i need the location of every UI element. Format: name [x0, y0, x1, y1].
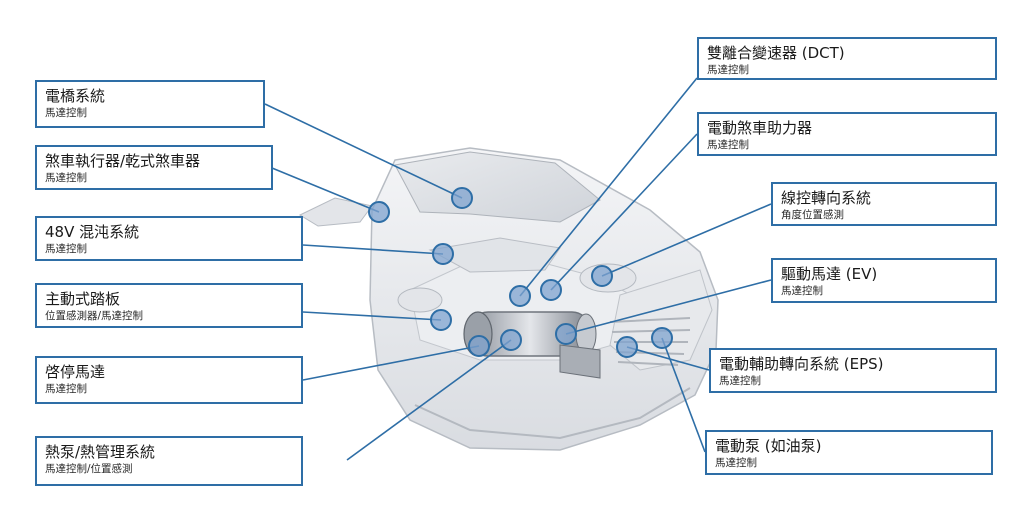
callout-title: 熱泵/熱管理系統 [45, 443, 156, 461]
component-marker [651, 327, 673, 349]
callout-box: 驅動馬達 (EV) 馬達控制 [771, 258, 997, 303]
callout-subtitle: 馬達控制 [45, 243, 87, 255]
callout-box: 雙離合變速器 (DCT) 馬達控制 [697, 37, 997, 80]
callout-subtitle: 馬達控制/位置感測 [45, 463, 133, 475]
leader-line [661, 337, 706, 453]
callout-subtitle: 馬達控制 [45, 383, 87, 395]
car-body [298, 147, 719, 451]
callout-box: 電動輔助轉向系統 (EPS) 馬達控制 [709, 348, 997, 393]
callout-box: 電動煞車助力器馬達控制 [697, 112, 997, 156]
callout-title: 線控轉向系統 [781, 189, 872, 207]
callout-subtitle: 馬達控制 [45, 172, 87, 184]
callout-title: 驅動馬達 (EV) [781, 265, 878, 283]
callout-title: 主動式踏板 [45, 290, 121, 308]
leader-line [346, 339, 512, 461]
callout-box: 電動泵 (如油泵) 馬達控制 [705, 430, 993, 475]
component-marker [430, 309, 452, 331]
callout-title: 煞車執行器/乾式煞車器 [45, 152, 201, 170]
leader-line [519, 77, 698, 297]
leader-line [550, 133, 698, 291]
callout-subtitle: 位置感測器/馬達控制 [45, 310, 144, 322]
leader-line [271, 167, 380, 213]
callout-title: 電動泵 (如油泵) [715, 437, 822, 455]
callout-title: 48V 混沌系統 [45, 223, 140, 241]
component-marker [591, 265, 613, 287]
callout-box: 48V 混沌系統馬達控制 [35, 216, 303, 261]
component-marker [500, 329, 522, 351]
component-markers [368, 187, 673, 358]
leader-line [302, 345, 480, 381]
leader-line [601, 203, 772, 277]
callout-box: 煞車執行器/乾式煞車器馬達控制 [35, 145, 273, 190]
component-marker [451, 187, 473, 209]
callout-box: 熱泵/熱管理系統馬達控制/位置感測 [35, 436, 303, 486]
callout-subtitle: 馬達控制 [715, 457, 757, 469]
callout-title: 電動煞車助力器 [707, 119, 813, 137]
callout-title: 啓停馬達 [45, 363, 106, 381]
callout-subtitle: 馬達控制 [719, 375, 761, 387]
callout-subtitle: 馬達控制 [45, 107, 87, 119]
leader-line [264, 103, 463, 199]
callout-box: 線控轉向系統角度位置感測 [771, 182, 997, 226]
callout-box: 主動式踏板位置感測器/馬達控制 [35, 283, 303, 328]
component-marker [432, 243, 454, 265]
leader-line [302, 244, 444, 255]
callout-subtitle: 角度位置感測 [781, 209, 844, 221]
leader-lines [264, 77, 772, 461]
callout-box: 電橋系統馬達控制 [35, 80, 265, 128]
callout-box: 啓停馬達馬達控制 [35, 356, 303, 404]
callout-subtitle: 馬達控制 [707, 139, 749, 151]
callout-title: 電動輔助轉向系統 (EPS) [719, 355, 884, 373]
leader-line [565, 279, 772, 335]
component-marker [468, 335, 490, 357]
component-marker [368, 201, 390, 223]
component-marker [540, 279, 562, 301]
component-marker [555, 323, 577, 345]
component-marker [616, 336, 638, 358]
callout-title: 電橋系統 [45, 87, 106, 105]
leader-line [302, 311, 442, 321]
callout-title: 雙離合變速器 (DCT) [707, 44, 845, 62]
leader-line [626, 346, 710, 371]
component-marker [509, 285, 531, 307]
callout-subtitle: 馬達控制 [707, 64, 749, 76]
callout-subtitle: 馬達控制 [781, 285, 823, 297]
